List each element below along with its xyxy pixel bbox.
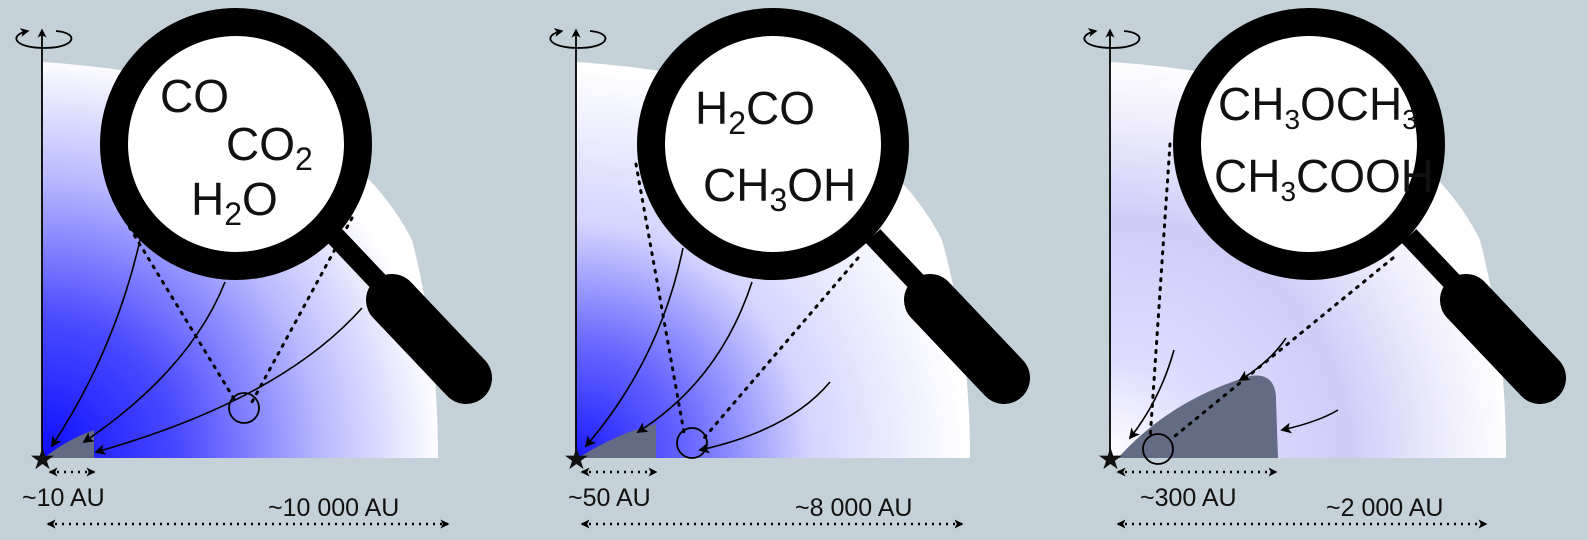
molecule-label: CO2 (226, 118, 313, 177)
magnifying-glass-icon (637, 8, 1030, 404)
panel-2: H2CO CH3OH ★ ~50 AU ~8 000 AU (549, 8, 1030, 529)
zoom-line (1168, 256, 1395, 442)
panel-1: CO CO2 H2O ★ ~10 AU ~10 000 AU (15, 8, 492, 529)
molecule-label: H2CO (695, 82, 815, 141)
molecule-label: H2O (191, 173, 278, 232)
rotation-axis-icon (549, 28, 607, 49)
infall-streamline (698, 381, 831, 454)
zoom-line (702, 256, 860, 440)
rotation-axis-icon (1083, 28, 1141, 49)
infall-streamline (584, 247, 684, 448)
molecule-label: CH3OH (703, 159, 856, 218)
molecule-label: CH3OCH3 (1218, 78, 1418, 135)
zoom-region (228, 392, 260, 424)
disk-size-label: ~10 AU (22, 484, 105, 512)
envelope-size-label: ~8 000 AU (795, 494, 912, 522)
star-icon: ★ (563, 443, 590, 476)
disk-size-label: ~300 AU (1140, 484, 1237, 512)
envelope-size-label: ~10 000 AU (268, 494, 399, 522)
panel-3: CH3OCH3 CH3COOH ★ ~300 AU ~2 000 AU (1083, 8, 1566, 529)
infall-streamline (1128, 349, 1175, 440)
rotation-axis-icon (15, 28, 73, 49)
molecule-label: CH3COOH (1214, 150, 1434, 207)
magnifying-glass-icon (100, 8, 492, 404)
infall-streamline (82, 281, 226, 444)
disk (44, 430, 94, 458)
infall-streamline (636, 281, 753, 433)
infall-streamline (50, 239, 141, 448)
disk-size-label: ~50 AU (568, 484, 651, 512)
molecule-label: CO (160, 70, 229, 122)
zoom-region (676, 427, 708, 459)
infall-streamline (1280, 409, 1339, 434)
zoom-line (634, 162, 687, 440)
infall-streamline (94, 307, 363, 455)
envelope-size-label: ~2 000 AU (1326, 494, 1443, 522)
zoom-region (1142, 433, 1174, 465)
zoom-line (123, 218, 238, 404)
magnifying-glass-icon (1173, 8, 1566, 404)
